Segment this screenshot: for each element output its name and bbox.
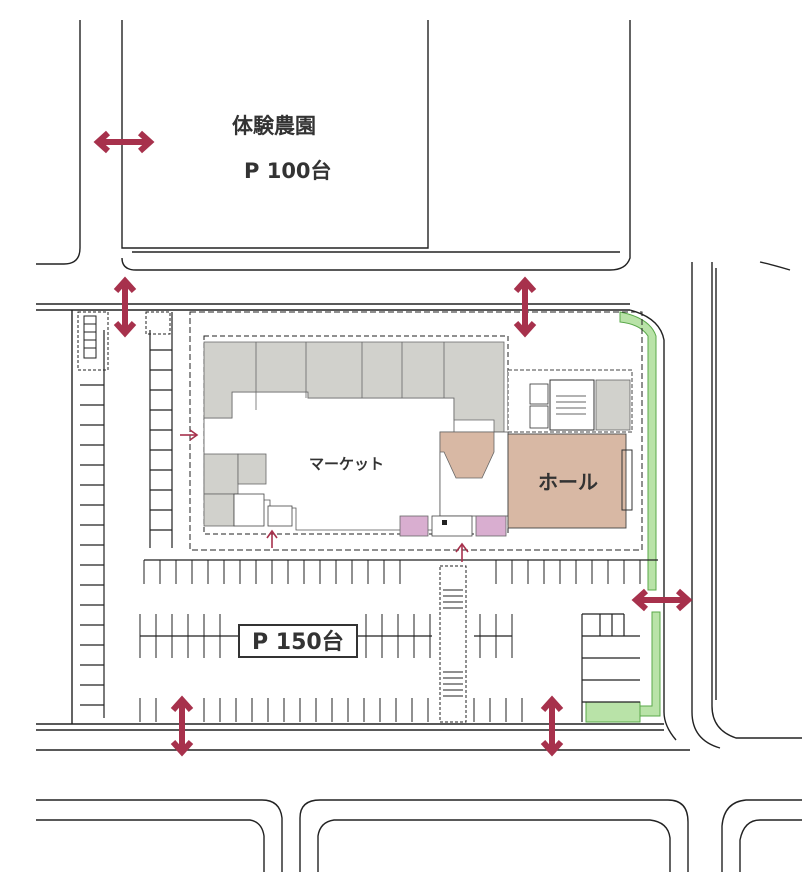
bicycle-rack	[77, 311, 171, 371]
building-footprint	[189, 311, 643, 551]
main-parking-label: P 150台	[238, 624, 358, 658]
hall-label: ホール	[538, 470, 598, 494]
farm-parking-label: P 100台	[244, 159, 332, 183]
market-label: マーケット	[309, 455, 385, 473]
parking-stalls	[80, 312, 658, 722]
entrance-arrows	[180, 429, 469, 562]
green-buffer	[585, 311, 661, 723]
hall-room	[507, 433, 627, 529]
road-outlines	[36, 20, 802, 872]
pedestrian-walkway	[439, 565, 467, 723]
farm-name-label: 体験農園	[232, 114, 316, 138]
